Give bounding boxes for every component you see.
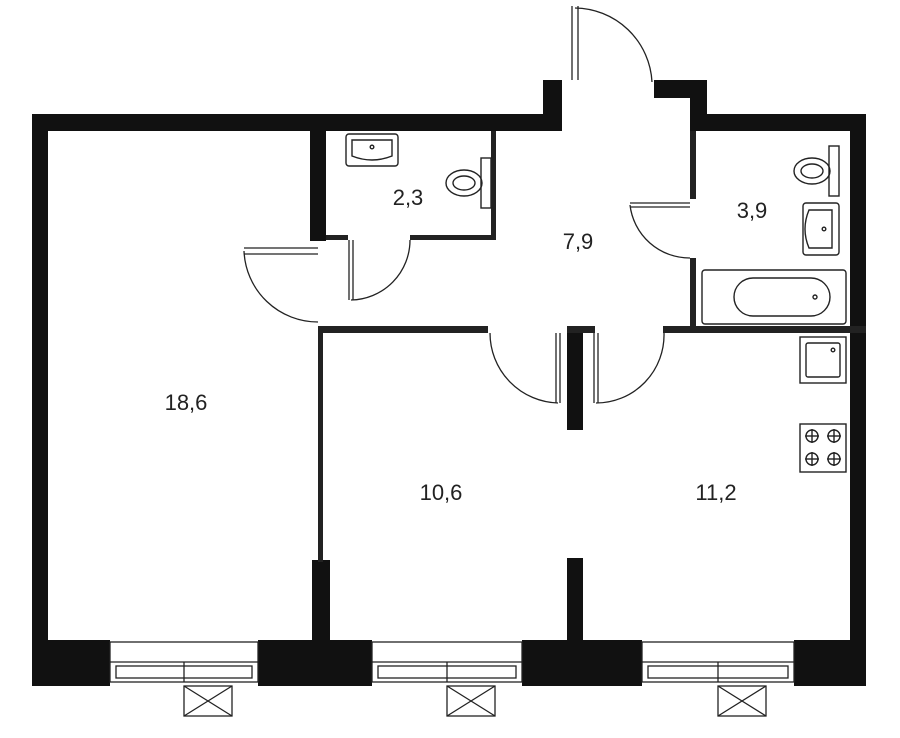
wall-corridor-mid: [567, 326, 595, 333]
bathtub-icon: [701, 269, 847, 325]
wall-bottom-4: [794, 640, 866, 686]
room-area-bedroom: 10,6: [420, 480, 463, 505]
window-bedroom: [371, 641, 523, 717]
partitions: [318, 131, 866, 562]
entrance-door: [571, 6, 653, 83]
wall-top-left: [32, 114, 562, 131]
windows: [109, 641, 795, 717]
bath-sink-icon: [802, 202, 840, 256]
wall-bath-left-top: [690, 131, 696, 199]
wall-top-right-step-v: [690, 80, 707, 131]
kitchen-sink-icon: [799, 336, 847, 384]
wall-bedroom-kitchen-bottom: [567, 558, 583, 640]
wall-corridor-right: [663, 326, 866, 333]
room-area-hallway: 7,9: [563, 229, 594, 254]
wall-corridor-left: [318, 326, 488, 333]
doors: [243, 6, 691, 404]
wall-bottom-3: [522, 640, 642, 686]
room-area-wc: 2,3: [393, 185, 424, 210]
room-area-bathroom: 3,9: [737, 198, 768, 223]
wall-top-left-step: [543, 80, 562, 131]
wc-sink-icon: [345, 133, 399, 167]
room-area-kitchen: 11,2: [695, 480, 736, 505]
bathroom-door: [629, 202, 691, 259]
living-room-door: [243, 247, 319, 323]
window-living-room: [109, 641, 259, 717]
wall-bottom-1: [32, 640, 110, 686]
wall-wc-bottom-left: [326, 235, 348, 240]
wall-top-right: [690, 114, 866, 131]
wall-wc-bottom: [410, 235, 496, 240]
bath-toilet-icon: [793, 145, 840, 197]
room-area-living-room: 18,6: [165, 390, 208, 415]
wall-bedroom-kitchen-top: [567, 330, 583, 430]
wall-living-hall-top: [310, 131, 326, 241]
room-labels: 18,6 2,3 7,9 3,9 10,6 11,2: [165, 185, 768, 505]
window-kitchen: [641, 641, 795, 717]
walls: [32, 80, 866, 686]
kitchen-door: [593, 332, 665, 404]
wall-living-bedroom: [312, 560, 330, 640]
wall-left: [32, 114, 48, 686]
wall-living-bedroom-thin: [318, 330, 323, 562]
wall-wc-right: [491, 131, 496, 239]
wall-bath-left-bottom: [690, 258, 696, 332]
fixtures: [345, 133, 847, 473]
stove-icon: [799, 423, 847, 473]
wc-toilet-icon: [445, 157, 492, 209]
wall-bottom-2: [258, 640, 372, 686]
wall-right: [850, 114, 866, 686]
wc-door: [348, 239, 411, 301]
bedroom-door: [489, 332, 561, 404]
